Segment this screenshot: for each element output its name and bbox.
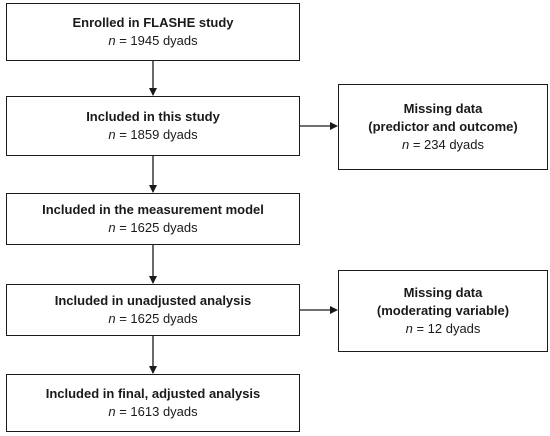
enrolled-box: Enrolled in FLASHE study n = 1945 dyads — [6, 3, 300, 61]
n-label: n — [401, 137, 410, 152]
unadjusted-analysis-count: n = 1625 dyads — [108, 310, 197, 328]
measurement-model-count-value: = 1625 dyads — [115, 220, 198, 235]
unadjusted-analysis-title: Included in unadjusted analysis — [54, 293, 252, 308]
final-adjusted-count: n = 1613 dyads — [108, 403, 197, 421]
n-label: n — [108, 404, 116, 419]
measurement-model-box: Included in the measurement model n = 16… — [6, 193, 300, 245]
n-label: n — [108, 33, 116, 48]
missing-moderating-count: n = 12 dyads — [406, 320, 481, 338]
n-label: n — [108, 220, 116, 235]
included-study-box: Included in this study n = 1859 dyads — [6, 96, 300, 156]
enrolled-title: Enrolled in FLASHE study — [72, 15, 234, 30]
n-label: n — [405, 321, 413, 336]
missing-predictor-outcome-title-line1: Missing data — [403, 101, 483, 116]
unadjusted-analysis-count-value: = 1625 dyads — [115, 311, 198, 326]
enrolled-count-value: = 1945 dyads — [115, 33, 198, 48]
missing-predictor-outcome-count-value: = 234 dyads — [409, 137, 485, 152]
included-study-count: n = 1859 dyads — [108, 126, 197, 144]
enrolled-count: n = 1945 dyads — [108, 32, 197, 50]
missing-moderating-title-line2: (moderating variable) — [376, 303, 510, 318]
n-label: n — [108, 311, 116, 326]
unadjusted-analysis-box: Included in unadjusted analysis n = 1625… — [6, 284, 300, 336]
n-label: n — [108, 127, 116, 142]
final-adjusted-box: Included in final, adjusted analysis n =… — [6, 374, 300, 432]
missing-moderating-title-line1: Missing data — [403, 285, 483, 300]
measurement-model-count: n = 1625 dyads — [108, 219, 197, 237]
final-adjusted-count-value: = 1613 dyads — [115, 404, 198, 419]
missing-moderating-box: Missing data (moderating variable) n = 1… — [338, 270, 548, 352]
missing-predictor-outcome-title-line2: (predictor and outcome) — [368, 119, 518, 134]
missing-moderating-count-value: = 12 dyads — [412, 321, 481, 336]
missing-predictor-outcome-box: Missing data (predictor and outcome) n =… — [338, 84, 548, 170]
final-adjusted-title: Included in final, adjusted analysis — [45, 386, 261, 401]
included-study-title: Included in this study — [86, 109, 220, 124]
included-study-count-value: = 1859 dyads — [115, 127, 198, 142]
missing-predictor-outcome-count: n = 234 dyads — [402, 136, 484, 154]
measurement-model-title: Included in the measurement model — [42, 202, 264, 217]
